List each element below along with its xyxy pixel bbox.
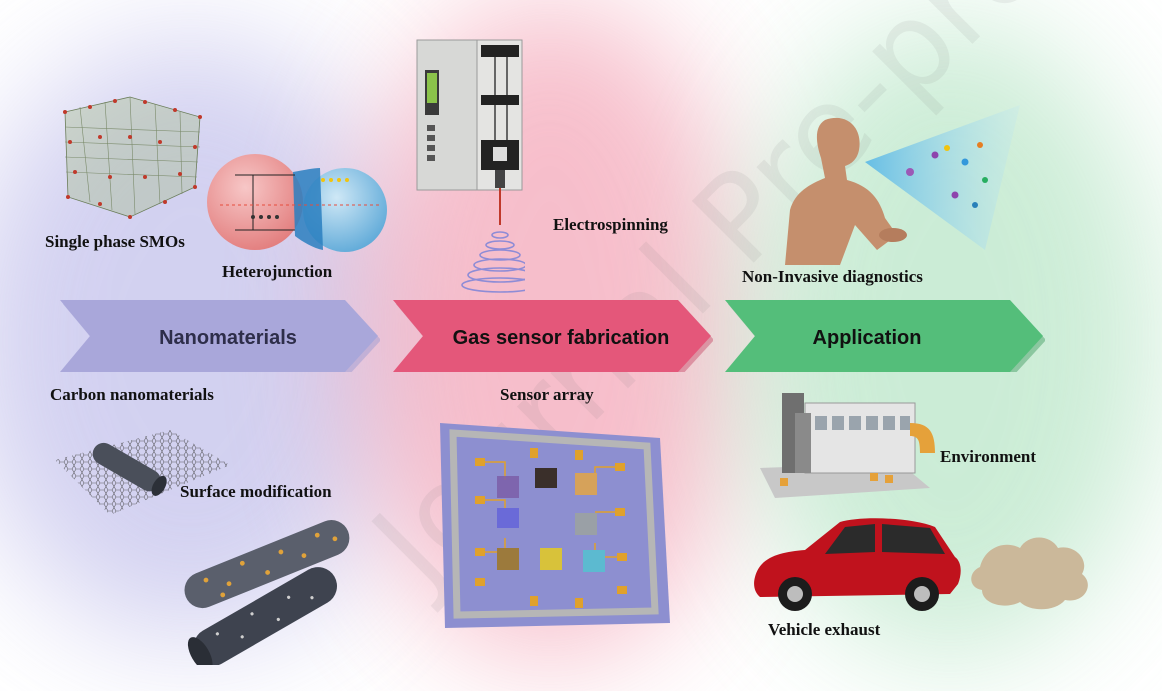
label-surface-modification: Surface modification (180, 482, 332, 501)
vehicle-exhaust-illustration (754, 518, 1088, 611)
person-breath-illustration (785, 105, 1020, 265)
sensor-array-illustration (440, 423, 670, 628)
stage-arrow-gas-sensor-fabrication: Gas sensor fabrication (393, 300, 713, 372)
syringe-pump-illustration (416, 39, 525, 293)
factory-illustration (760, 393, 935, 498)
stage-label-gas-sensor-fabrication: Gas sensor fabrication (453, 327, 670, 349)
label-carbon-nanomaterials: Carbon nanomaterials (50, 385, 214, 404)
stage-label-nanomaterials: Nanomaterials (159, 327, 297, 349)
label-non-invasive-diagnostics: Non-Invasive diagnostics (742, 267, 923, 286)
heterojunction-illustration (207, 154, 387, 252)
graphene-nanotube-illustration (55, 430, 230, 515)
label-single-phase-smos: Single phase SMOs (45, 232, 185, 251)
modified-nanorods-illustration (184, 520, 350, 665)
arrow-shape-nanomaterials (60, 300, 378, 372)
label-electrospinning: Electrospinning (553, 215, 668, 234)
stage-label-application: Application (813, 327, 922, 349)
stage-arrow-nanomaterials: Nanomaterials (60, 300, 380, 372)
label-sensor-array: Sensor array (500, 385, 594, 404)
label-environment: Environment (940, 447, 1037, 466)
crystal-lattice-illustration (63, 96, 202, 219)
stage-arrow-application: Application (725, 300, 1045, 372)
label-vehicle-exhaust: Vehicle exhaust (768, 620, 881, 639)
label-heterojunction: Heterojunction (222, 262, 333, 281)
arrow-shape-application (725, 300, 1043, 372)
arrow-shape-gas-sensor-fabrication (393, 300, 711, 372)
